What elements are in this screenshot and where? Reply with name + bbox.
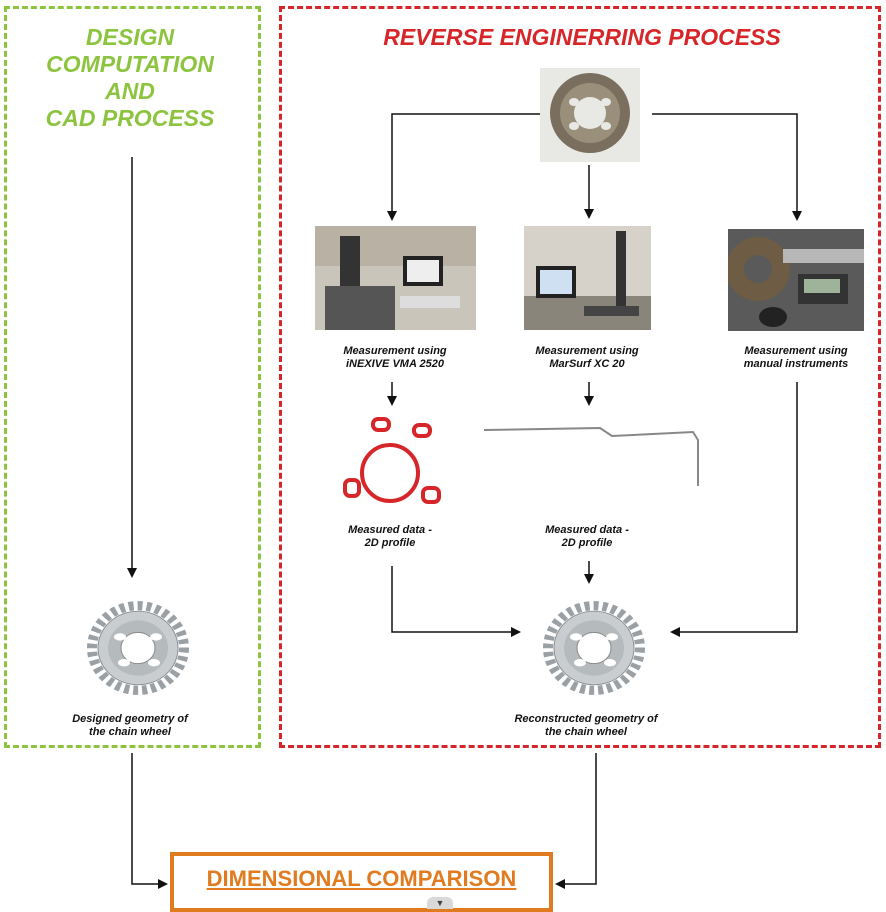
original-chain-wheel-photo xyxy=(540,68,640,162)
design-panel xyxy=(4,6,261,748)
dimensional-comparison-label: DIMENSIONAL COMPARISON xyxy=(206,866,517,891)
manual-instruments-photo xyxy=(728,229,864,331)
reverse-panel-title: REVERSE ENGINERRING PROCESS xyxy=(383,24,781,50)
designed-to-compare xyxy=(131,753,168,889)
reverse-engineering-panel xyxy=(279,6,881,748)
scroll-down-icon[interactable]: ▼ xyxy=(427,897,453,909)
method-1-caption: Measurement using iNEXIVE VMA 2520 xyxy=(343,345,447,370)
measured-data-1-caption: Measured data - 2D profile xyxy=(348,524,432,549)
marsurf-xc20-photo xyxy=(524,226,651,330)
method-3-caption: Measurement using manual instruments xyxy=(743,345,849,370)
design-panel-title: DESIGN COMPUTATION AND CAD PROCESS xyxy=(45,24,215,131)
reconstructed-to-compare xyxy=(555,753,597,889)
measured-data-2-caption: Measured data - 2D profile xyxy=(545,524,629,549)
method-2-caption: Measurement using MarSurf XC 20 xyxy=(535,345,639,370)
inexive-vma-photo xyxy=(315,226,476,330)
reconstructed-geometry-caption: Reconstructed geometry of the chain whee… xyxy=(514,713,658,738)
designed-geometry-caption: Designed geometry of the chain wheel xyxy=(72,713,188,738)
